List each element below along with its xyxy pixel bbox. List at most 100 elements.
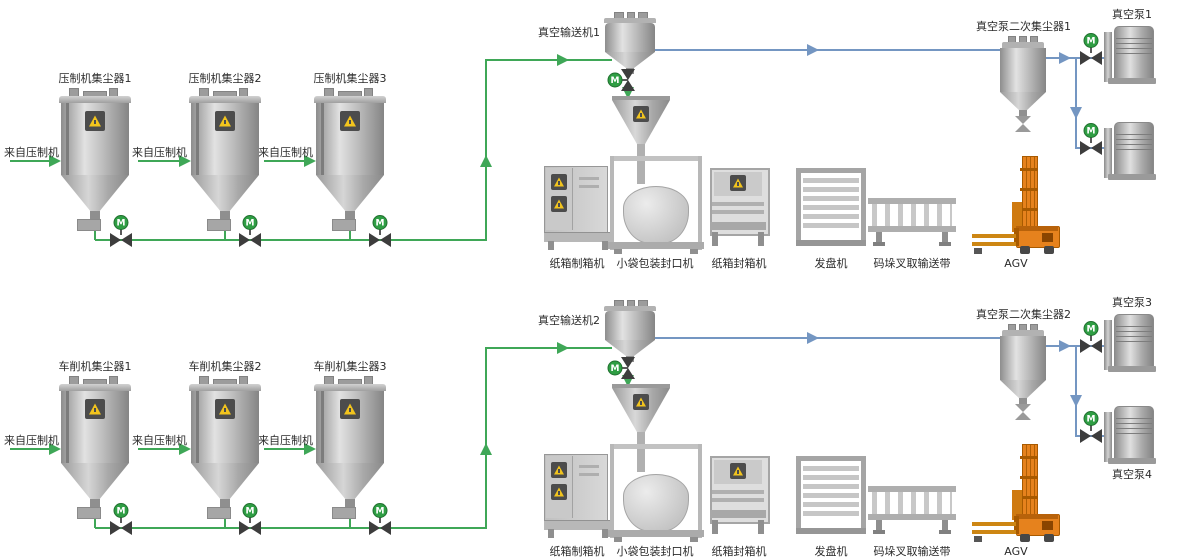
wheel: [1044, 246, 1054, 254]
foot: [873, 242, 885, 246]
discharge-unit: [332, 219, 356, 231]
pallet-fork-conveyor-1[interactable]: [868, 192, 956, 248]
valve-turning-2[interactable]: M: [237, 503, 263, 539]
secondary-collector-label: 真空泵二次集尘器1: [976, 20, 1071, 33]
frame-post: [610, 444, 614, 538]
press-dust-collector-1[interactable]: [55, 88, 135, 231]
silo-cone: [191, 463, 259, 499]
valve-conveyor-1[interactable]: M: [607, 67, 641, 97]
valve-glyph: M: [1080, 33, 1102, 65]
valve-press-3[interactable]: M: [367, 215, 393, 251]
fork-heel: [1014, 228, 1019, 246]
machine-label: 码垛叉取输送带: [873, 545, 951, 558]
vacuum-conveyor-1[interactable]: [604, 12, 656, 74]
valve-glyph: M: [239, 215, 261, 247]
cone-flange: [612, 96, 670, 100]
cabinet-panel: [546, 456, 573, 518]
valve-glyph: M: [607, 357, 635, 379]
pallet-dispenser-2[interactable]: [796, 456, 866, 534]
machine-label: AGV: [1004, 545, 1028, 558]
leg: [876, 520, 882, 530]
valve-pump-2[interactable]: M: [1078, 123, 1104, 159]
hopper-cap: [1002, 42, 1044, 48]
fork-carriage: [1012, 202, 1022, 232]
silo-body: [191, 103, 259, 175]
base-platform: [608, 530, 704, 537]
valve-conveyor-2[interactable]: M: [607, 355, 641, 385]
valve-turning-1[interactable]: M: [108, 503, 134, 539]
secondary-dust-collector-1[interactable]: [1000, 36, 1046, 132]
green-pipe-main-4: [95, 443, 492, 529]
vacuum-pump-3[interactable]: [1104, 312, 1158, 374]
discharge-flap: [1015, 124, 1031, 132]
source-label: 来自压制机: [258, 434, 313, 447]
warning-icon: [730, 175, 746, 191]
frame-beam: [610, 156, 702, 161]
mast-crossbar: [1020, 476, 1038, 479]
carton-erector-2[interactable]: [544, 454, 616, 540]
pallet-fork-conveyor-2[interactable]: [868, 480, 956, 536]
leg: [548, 529, 554, 538]
carton-sealer-2[interactable]: [710, 454, 770, 538]
intake-pipe: [1104, 412, 1112, 462]
rail: [712, 210, 764, 214]
silo-cone: [61, 463, 129, 499]
control-box: [1042, 233, 1053, 242]
vent-slot: [579, 465, 599, 468]
conveyor-slats: [872, 204, 952, 226]
base: [796, 240, 866, 246]
collector-label: 压制机集尘器2: [188, 72, 262, 85]
carton-erector-1[interactable]: [544, 166, 616, 252]
pump-label: 真空泵4: [1112, 468, 1152, 481]
agv-1[interactable]: [972, 156, 1060, 254]
silo-body: [316, 391, 384, 463]
vacuum-conveyor-2[interactable]: [604, 300, 656, 362]
silo-cone: [61, 175, 129, 211]
vacuum-pump-2[interactable]: [1104, 120, 1158, 182]
control-box: [1042, 521, 1053, 530]
carton-sealer-1[interactable]: [710, 166, 770, 250]
turning-dust-collector-1[interactable]: [55, 376, 135, 519]
valve-glyph: M: [369, 503, 391, 535]
collector-label: 车削机集尘器2: [188, 360, 262, 373]
collector-label: 压制机集尘器3: [313, 72, 387, 85]
out-table: [544, 232, 614, 242]
conveyor-slats: [872, 492, 952, 514]
silo-outlet: [345, 499, 355, 507]
fork: [972, 234, 1016, 238]
valve-glyph: M: [607, 69, 635, 91]
leg: [602, 529, 608, 538]
valve-press-1[interactable]: M: [108, 215, 134, 251]
silo-cap: [59, 384, 131, 391]
discharge-unit: [77, 507, 101, 519]
bag-packing-machine-1[interactable]: [608, 96, 706, 256]
turning-dust-collector-2[interactable]: [185, 376, 265, 519]
hopper-body: [1000, 336, 1046, 380]
rail: [868, 198, 956, 204]
press-dust-collector-3[interactable]: [310, 88, 390, 231]
motor-label: M: [1087, 415, 1096, 425]
top-beam: [796, 456, 866, 461]
intake-pipe: [1104, 320, 1112, 370]
frame-post: [861, 456, 866, 528]
silo-body: [316, 103, 384, 175]
pallet-dispenser-1[interactable]: [796, 168, 866, 246]
agv-2[interactable]: [972, 444, 1060, 542]
foot: [939, 530, 951, 534]
agv-body-top: [1016, 514, 1058, 519]
valve-pump-3[interactable]: M: [1078, 321, 1104, 357]
hopper-cap: [604, 18, 656, 23]
secondary-dust-collector-2[interactable]: [1000, 324, 1046, 420]
silo-cap: [189, 384, 261, 391]
valve-pump-1[interactable]: M: [1078, 33, 1104, 69]
valve-press-2[interactable]: M: [237, 215, 263, 251]
valve-pump-4[interactable]: M: [1078, 411, 1104, 447]
bag-packing-machine-2[interactable]: [608, 384, 706, 544]
silo-cone: [191, 175, 259, 211]
press-dust-collector-2[interactable]: [185, 88, 265, 231]
vacuum-pump-1[interactable]: [1104, 24, 1158, 86]
secondary-collector-label: 真空泵二次集尘器2: [976, 308, 1071, 321]
vacuum-pump-4[interactable]: [1104, 404, 1158, 466]
turning-dust-collector-3[interactable]: [310, 376, 390, 519]
valve-turning-3[interactable]: M: [367, 503, 393, 539]
